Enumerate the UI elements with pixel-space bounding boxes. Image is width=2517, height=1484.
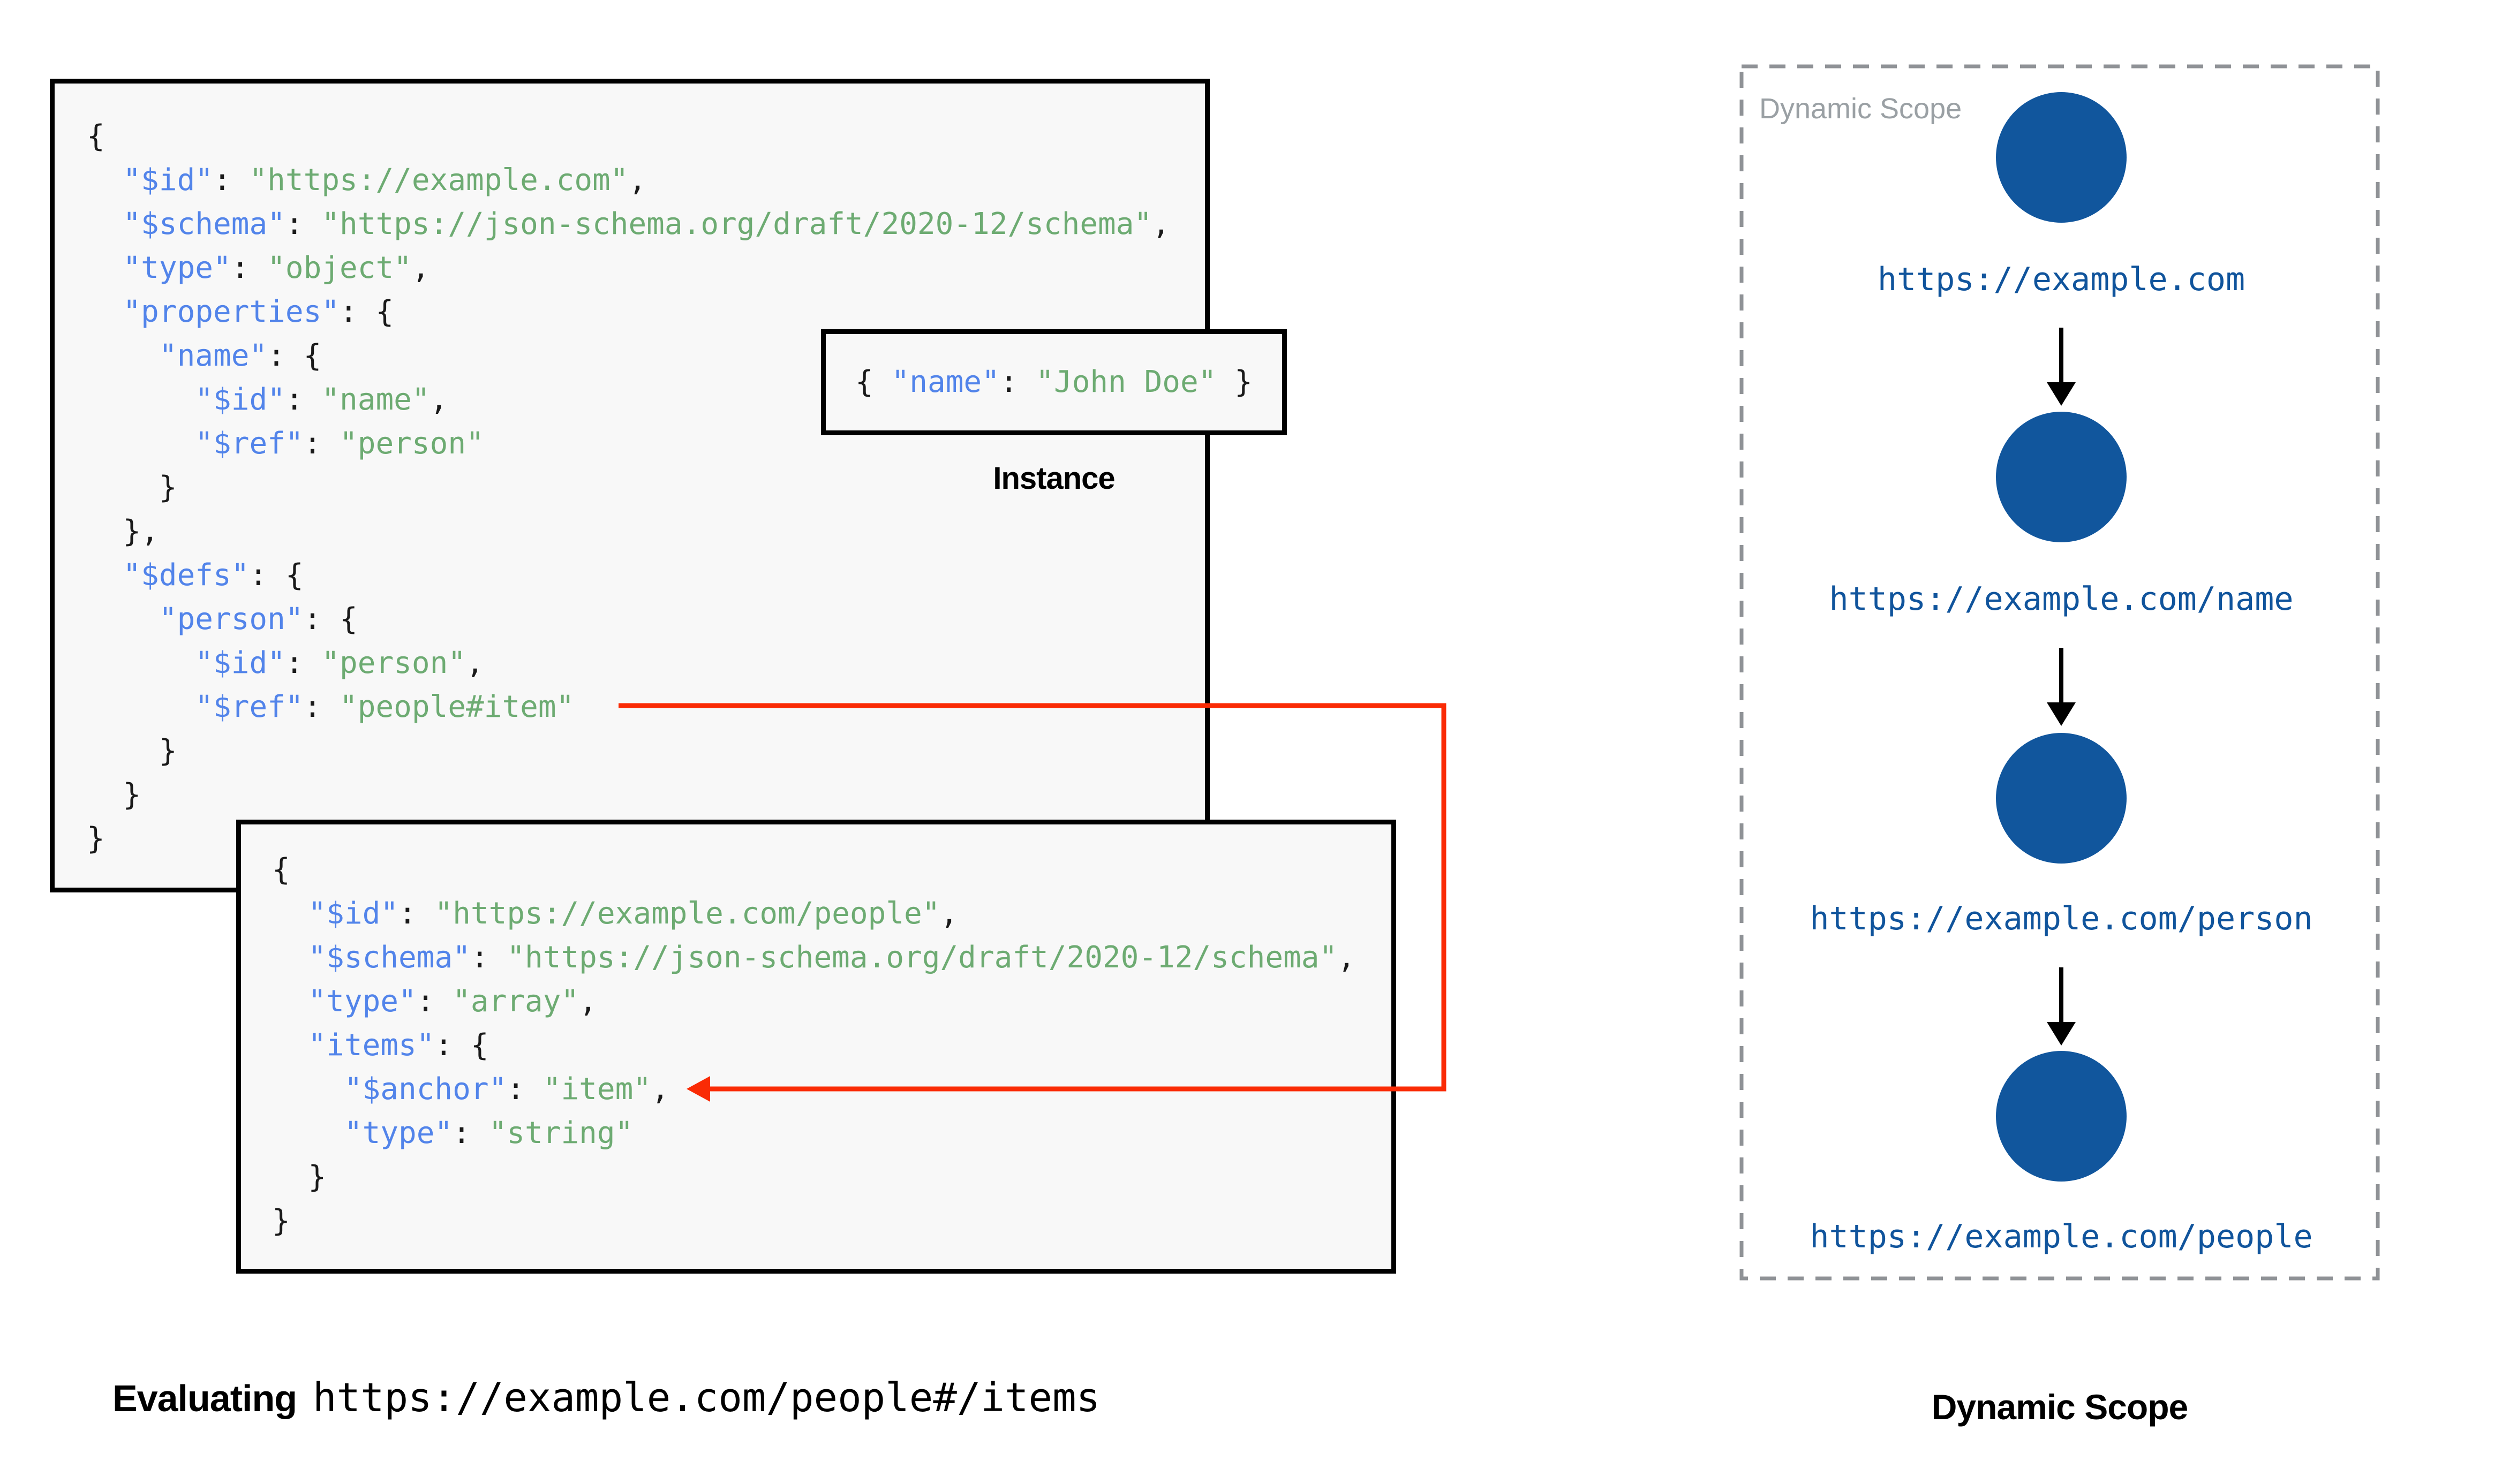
code-line: "$ref": "people#item": [195, 690, 575, 724]
down-arrow-icon: [2047, 967, 2076, 1046]
code-line: }: [87, 777, 141, 812]
code-line: "$id": "name",: [195, 382, 448, 417]
arrow-stem: [2059, 967, 2063, 1022]
schema2-box: { "$id": "https://example.com/people", "…: [236, 820, 1396, 1274]
dynamic-scope-caption: Dynamic Scope: [1931, 1387, 2189, 1427]
arrow-stem: [2059, 328, 2063, 382]
instance-box: { "name": "John Doe" }: [821, 329, 1287, 435]
code-line: },: [87, 514, 159, 549]
scope-node-circle: [1996, 92, 2127, 223]
code-line: "type": "string": [344, 1116, 634, 1150]
code-line: "$id": "https://example.com/people",: [308, 896, 959, 931]
code-line: "properties": {: [123, 294, 394, 329]
instance-label: Instance: [993, 461, 1115, 496]
code-line: {: [272, 852, 290, 887]
scope-node-circle: [1996, 412, 2127, 542]
code-line: }: [87, 821, 105, 856]
scope-node-circle: [1996, 733, 2127, 864]
arrow-head: [2047, 1022, 2076, 1046]
down-arrow-icon: [2047, 648, 2076, 726]
code-line: "type": "object",: [123, 251, 430, 285]
down-arrow-icon: [2047, 328, 2076, 406]
code-line: }: [272, 1203, 290, 1238]
code-line: }: [87, 470, 177, 505]
scope-node-url: https://example.com/people: [1810, 1218, 2313, 1255]
code-line: "$anchor": "item",: [344, 1072, 669, 1107]
schema2-code: { "$id": "https://example.com/people", "…: [272, 848, 1391, 1243]
evaluating-label: Evaluating: [112, 1377, 297, 1419]
code-line: }: [87, 733, 177, 768]
evaluating-uri: https://example.com/people#/items: [312, 1375, 1101, 1421]
code-line: {: [87, 119, 105, 154]
code-line: "person": {: [159, 602, 358, 637]
code-line: "name": {: [159, 338, 322, 373]
code-line: "$ref": "person": [195, 426, 484, 461]
code-line: "$schema": "https://json-schema.org/draf…: [308, 940, 1355, 975]
code-line: "items": {: [308, 1028, 489, 1063]
code-line: { "name": "John Doe" }: [855, 365, 1253, 399]
schema1-code: { "$id": "https://example.com", "$schema…: [87, 115, 1205, 861]
dynamic-scope-border: [1739, 64, 2380, 1281]
instance-code: { "name": "John Doe" }: [855, 367, 1253, 397]
scope-node-url: https://example.com/name: [1829, 580, 2294, 618]
arrow-head: [2047, 702, 2076, 726]
scope-node-url: https://example.com: [1877, 261, 2245, 298]
code-line: "type": "array",: [308, 984, 597, 1019]
scope-node-circle: [1996, 1051, 2127, 1182]
code-line: }: [272, 1160, 327, 1194]
arrow-head: [2047, 382, 2076, 406]
evaluating-caption: Evaluating https://example.com/people#/i…: [112, 1375, 1100, 1421]
code-line: "$id": "https://example.com",: [123, 163, 647, 198]
code-line: "$id": "person",: [195, 646, 484, 680]
arrow-stem: [2059, 648, 2063, 702]
code-line: "$defs": {: [123, 558, 304, 593]
scope-node-url: https://example.com/person: [1810, 900, 2313, 937]
code-line: "$schema": "https://json-schema.org/draf…: [123, 207, 1170, 241]
dynamic-scope-watermark: Dynamic Scope: [1759, 93, 1962, 125]
